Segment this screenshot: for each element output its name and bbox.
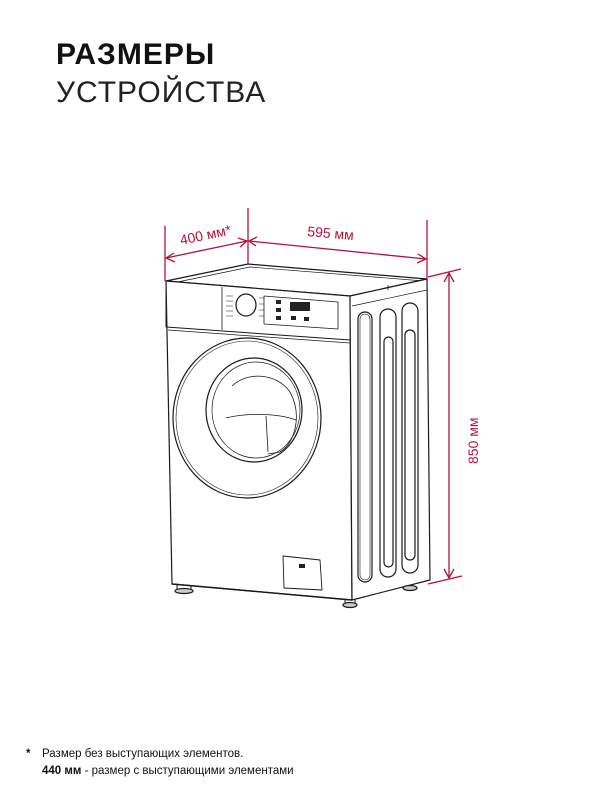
footnote-line2: - размер с выступающими элементами bbox=[81, 765, 294, 777]
title-main: РАЗМЕРЫ bbox=[56, 38, 216, 71]
footnote: * Размер без выступающих элементов. 440 м… bbox=[26, 746, 294, 780]
width-dimension-label: 595 мм bbox=[307, 223, 355, 243]
washing-machine-icon bbox=[165, 263, 431, 609]
page-title: РАЗМЕРЫ УСТРОЙСТВА bbox=[56, 40, 266, 108]
title-sub: УСТРОЙСТВА bbox=[56, 76, 267, 109]
dimension-lines bbox=[164, 208, 463, 585]
footnote-marker: * bbox=[26, 748, 31, 760]
footnote-protruding-size: 440 мм bbox=[42, 765, 82, 777]
height-dimension-label: 850 мм bbox=[465, 418, 481, 465]
depth-dimension-label: 400 мм* bbox=[178, 221, 233, 248]
footnote-line1: Размер без выступающих элементов. bbox=[42, 748, 244, 760]
